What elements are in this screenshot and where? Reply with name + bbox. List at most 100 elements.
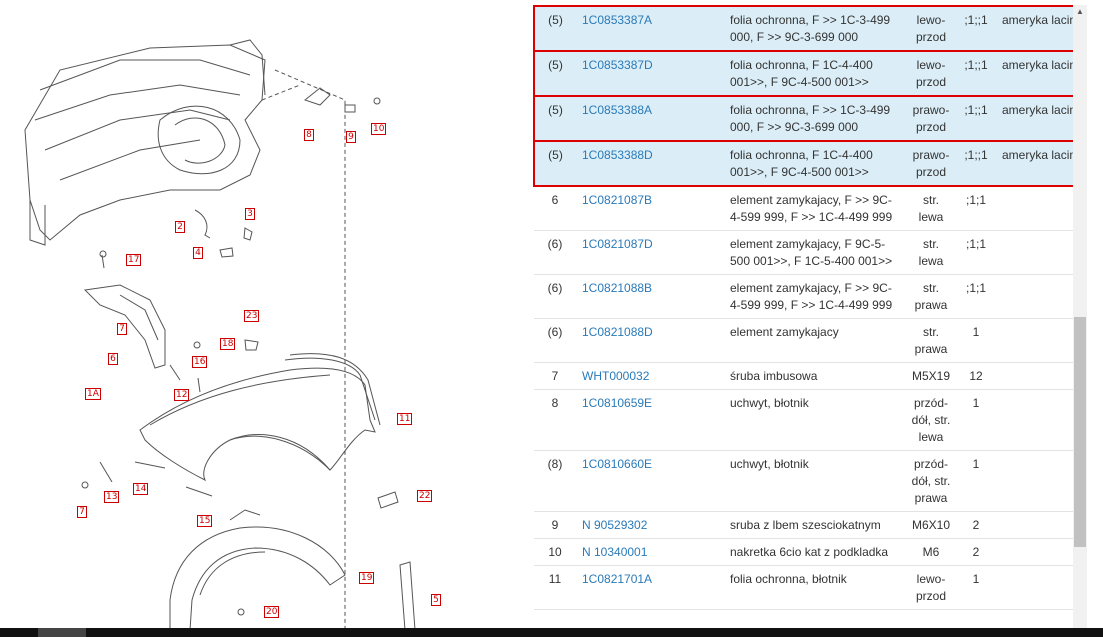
part-side: M6 bbox=[906, 538, 956, 566]
part-side: prawo-przod bbox=[906, 140, 956, 187]
part-side: prawo-przod bbox=[906, 95, 956, 142]
part-description: folia ochronna, F 1C-4-400 001>>, F 9C-4… bbox=[726, 50, 906, 97]
diagram-drawing bbox=[24, 39, 416, 631]
callout-13[interactable]: 13 bbox=[104, 491, 120, 503]
part-position: (8) bbox=[534, 450, 576, 512]
part-side: str. prawa bbox=[906, 274, 956, 319]
part-number-link[interactable]: 1C0821701A bbox=[576, 565, 726, 610]
part-quantity: 1 bbox=[956, 389, 996, 451]
part-quantity: ;1;;1 bbox=[956, 140, 996, 187]
part-note bbox=[996, 511, 1073, 539]
part-number-link[interactable]: 1C0821087B bbox=[576, 186, 726, 231]
scroll-thumb[interactable] bbox=[1074, 317, 1086, 547]
part-note bbox=[996, 318, 1073, 363]
part-quantity: 1 bbox=[956, 565, 996, 610]
part-number-link[interactable]: 1C0853387A bbox=[576, 5, 726, 52]
part-number-link[interactable]: 1C0821088D bbox=[576, 318, 726, 363]
scrollbar[interactable]: ▲ bbox=[1073, 5, 1087, 637]
bottom-tab[interactable] bbox=[38, 628, 86, 637]
callout-3[interactable]: 3 bbox=[245, 208, 255, 220]
part-note bbox=[996, 389, 1073, 451]
callout-4[interactable]: 4 bbox=[193, 247, 203, 259]
part-side: przód-dół, str. prawa bbox=[906, 450, 956, 512]
callout-2[interactable]: 2 bbox=[175, 221, 185, 233]
part-quantity: 2 bbox=[956, 538, 996, 566]
callout-10[interactable]: 10 bbox=[371, 123, 387, 135]
callout-9[interactable]: 9 bbox=[346, 131, 356, 143]
part-description: folia ochronna, błotnik bbox=[726, 565, 906, 610]
part-description: uchwyt, błotnik bbox=[726, 450, 906, 512]
part-description: nakretka 6cio kat z podkladka bbox=[726, 538, 906, 566]
part-number-link[interactable]: N 90529302 bbox=[576, 511, 726, 539]
part-number-link[interactable]: 1C0853388D bbox=[576, 140, 726, 187]
part-description: element zamykajacy, F >> 9C-4-599 999, F… bbox=[726, 274, 906, 319]
callout-8[interactable]: 8 bbox=[304, 129, 314, 141]
callout-1a[interactable]: 1A bbox=[85, 388, 101, 400]
part-position: (5) bbox=[533, 50, 576, 97]
callout-15[interactable]: 15 bbox=[197, 515, 213, 527]
part-position: 11 bbox=[534, 565, 576, 610]
part-quantity: ;1;1 bbox=[956, 274, 996, 319]
part-number-link[interactable]: WHT000032 bbox=[576, 362, 726, 390]
callout-6[interactable]: 6 bbox=[108, 353, 118, 365]
part-position: 10 bbox=[534, 538, 576, 566]
callout-7-upper[interactable]: 7 bbox=[117, 323, 127, 335]
callout-22[interactable]: 22 bbox=[417, 490, 433, 502]
part-position: (5) bbox=[533, 140, 576, 187]
part-position: 9 bbox=[534, 511, 576, 539]
callout-14[interactable]: 14 bbox=[133, 483, 149, 495]
part-position: (6) bbox=[534, 274, 576, 319]
part-note: ameryka lacinska bbox=[996, 95, 1073, 142]
part-position: (6) bbox=[534, 230, 576, 275]
part-description: śruba imbusowa bbox=[726, 362, 906, 390]
part-side: str. prawa bbox=[906, 318, 956, 363]
part-number-link[interactable]: 1C0821088B bbox=[576, 274, 726, 319]
part-description: element zamykajacy bbox=[726, 318, 906, 363]
callout-7-lower[interactable]: 7 bbox=[77, 506, 87, 518]
part-number-link[interactable]: 1C0810660E bbox=[576, 450, 726, 512]
part-description: uchwyt, błotnik bbox=[726, 389, 906, 451]
part-side: przód-dół, str. lewa bbox=[906, 389, 956, 451]
part-position: 7 bbox=[534, 362, 576, 390]
callout-11[interactable]: 11 bbox=[397, 413, 413, 425]
callout-23[interactable]: 23 bbox=[244, 310, 260, 322]
callout-5[interactable]: 5 bbox=[431, 594, 441, 606]
part-description: folia ochronna, F >> 1C-3-499 000, F >> … bbox=[726, 5, 906, 52]
part-side: M6X10 bbox=[906, 511, 956, 539]
part-quantity: ;1;;1 bbox=[956, 50, 996, 97]
part-number-link[interactable]: N 10340001 bbox=[576, 538, 726, 566]
callout-17[interactable]: 17 bbox=[126, 254, 142, 266]
part-number-link[interactable]: 1C0853387D bbox=[576, 50, 726, 97]
part-number-link[interactable]: 1C0810659E bbox=[576, 389, 726, 451]
part-position: (6) bbox=[534, 318, 576, 363]
callout-16[interactable]: 16 bbox=[192, 356, 208, 368]
part-quantity: ;1;;1 bbox=[956, 5, 996, 52]
part-quantity: 1 bbox=[956, 318, 996, 363]
part-quantity: 2 bbox=[956, 511, 996, 539]
part-note: ameryka lacinska bbox=[996, 5, 1073, 52]
part-number-link[interactable]: 1C0821087D bbox=[576, 230, 726, 275]
scroll-up-arrow-icon[interactable]: ▲ bbox=[1076, 7, 1084, 16]
callout-20[interactable]: 20 bbox=[264, 606, 280, 618]
callout-19[interactable]: 19 bbox=[359, 572, 375, 584]
callout-18[interactable]: 18 bbox=[220, 338, 236, 350]
part-number-link[interactable]: 1C0853388A bbox=[576, 95, 726, 142]
callout-12[interactable]: 12 bbox=[174, 389, 190, 401]
part-note: ameryka lacinska bbox=[996, 50, 1073, 97]
part-note bbox=[996, 362, 1073, 390]
